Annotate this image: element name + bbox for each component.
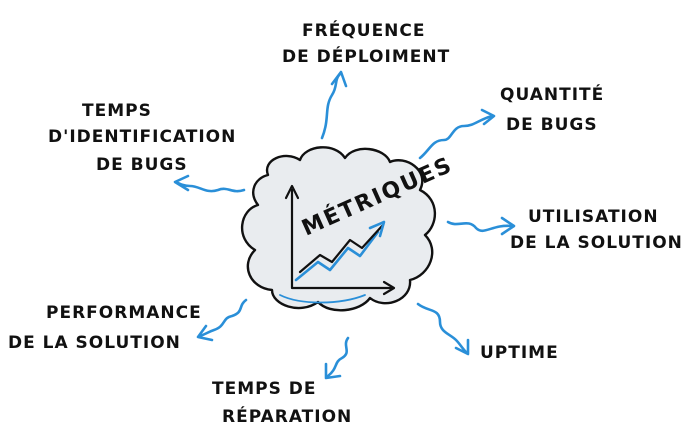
arrow-head-reparation	[324, 362, 342, 380]
node-identification-line-1: TEMPS	[82, 101, 152, 121]
node-identification-line-2: D'IDENTIFICATION	[48, 127, 236, 147]
node-frequence: FRÉQUENCE DE DÉPLOIMENT	[282, 19, 450, 67]
arrow-to-reparation	[326, 336, 350, 378]
node-utilisation: UTILISATION DE LA SOLUTION	[510, 207, 682, 253]
node-quantite-line-1: QUANTITÉ	[500, 83, 604, 105]
arrow-head-quantite	[480, 108, 496, 126]
node-quantite: QUANTITÉ DE BUGS	[500, 83, 604, 135]
rising-chart-icon	[284, 184, 396, 296]
arrow-to-quantite	[418, 114, 494, 160]
node-quantite-line-2: DE BUGS	[506, 115, 598, 135]
trend-line	[294, 230, 380, 282]
node-frequence-line-2: DE DÉPLOIMENT	[282, 45, 450, 67]
arrow-head-uptime	[454, 338, 470, 356]
center-cloud: MÉTRIQUES	[240, 146, 457, 312]
arrow-to-performance	[198, 298, 248, 338]
arrow-to-identification	[174, 180, 246, 193]
node-utilisation-line-1: UTILISATION	[528, 207, 659, 227]
arrows	[173, 70, 516, 380]
node-performance-line-1: PERFORMANCE	[46, 303, 202, 323]
node-uptime: UPTIME	[480, 343, 559, 363]
arrow-head-utilisation	[500, 216, 516, 236]
arrow-head-performance	[196, 324, 214, 342]
node-reparation-line-1: TEMPS DE	[212, 379, 316, 399]
node-performance: PERFORMANCE DE LA SOLUTION	[8, 303, 202, 353]
node-identification: TEMPS D'IDENTIFICATION DE BUGS	[48, 101, 236, 175]
node-frequence-line-1: FRÉQUENCE	[302, 19, 426, 41]
arrow-to-utilisation	[446, 220, 514, 233]
node-reparation: TEMPS DE RÉPARATION	[212, 379, 352, 427]
arrow-head-frequence	[330, 70, 348, 88]
trend-arrowhead	[368, 220, 386, 238]
node-utilisation-line-2: DE LA SOLUTION	[510, 233, 682, 253]
node-identification-line-3: DE BUGS	[96, 155, 188, 175]
cloud-inner-accent	[279, 294, 366, 304]
arrow-head-identification	[173, 174, 190, 192]
arrow-to-uptime	[416, 302, 468, 354]
node-uptime-line-1: UPTIME	[480, 343, 559, 363]
node-performance-line-2: DE LA SOLUTION	[8, 333, 181, 353]
node-reparation-line-2: RÉPARATION	[222, 405, 352, 427]
